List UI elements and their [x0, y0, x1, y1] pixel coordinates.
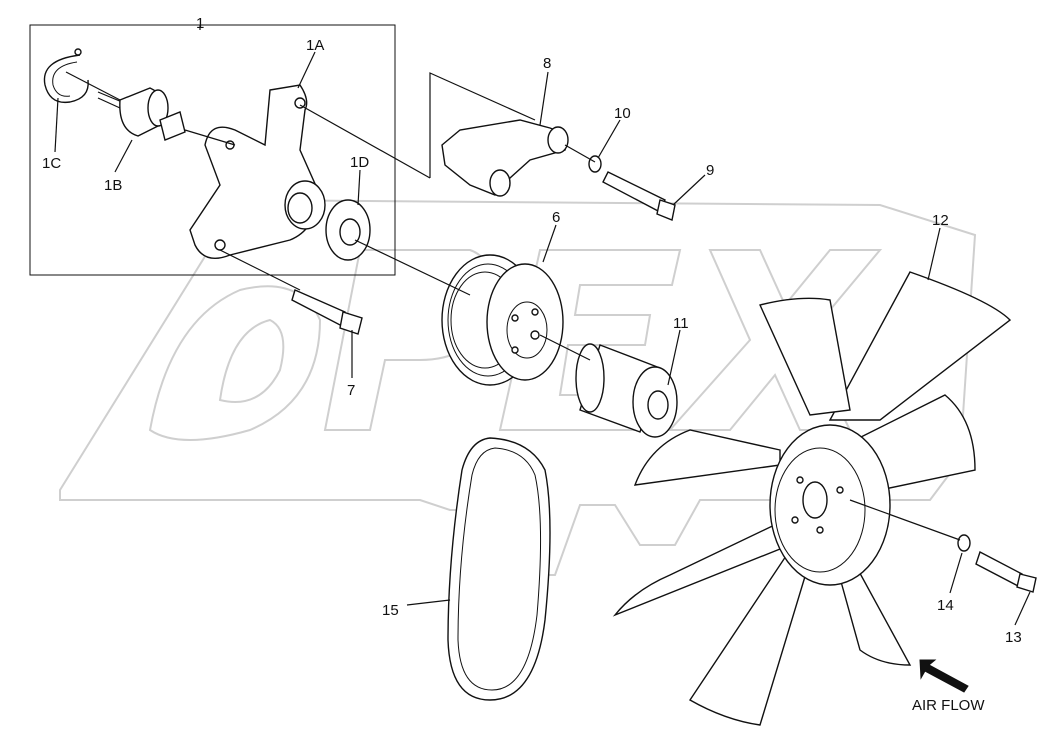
- callout-1C: 1C: [42, 155, 61, 172]
- bolt-7: [291, 289, 363, 335]
- callout-13: 13: [1005, 629, 1022, 646]
- callout-14: 14: [937, 597, 954, 614]
- pulley-6: [441, 254, 564, 386]
- air-flow-label: AIR FLOW: [912, 697, 985, 714]
- callout-1B: 1B: [104, 177, 122, 194]
- bolt-13: [975, 550, 1037, 593]
- callout-12: 12: [932, 212, 949, 229]
- assembly-axis-lines: [65, 71, 961, 541]
- callout-8: 8: [543, 55, 551, 72]
- bracket-1A: [189, 84, 321, 259]
- idler-arm-8: [441, 119, 569, 197]
- fan-12: [612, 271, 1012, 726]
- watermark-logo: [59, 198, 977, 576]
- callout-1A: 1A: [306, 37, 324, 54]
- callout-15: 15: [382, 602, 399, 619]
- callout-1D: 1D: [350, 154, 369, 171]
- callout-labels: 1 1A 1C 1B 1D 8 10 9 6 7 11 12 14 13 15 …: [42, 15, 1022, 714]
- leader-lines: [54, 51, 1031, 626]
- callout-1: 1: [196, 15, 204, 32]
- callout-6: 6: [552, 209, 560, 226]
- spacer-11: [575, 343, 678, 438]
- assembly-1-frame: [29, 24, 396, 276]
- bearing-1D: [284, 180, 371, 261]
- arrow-icon: [919, 659, 969, 693]
- callout-9: 9: [706, 162, 714, 179]
- bolt-9: [602, 171, 676, 221]
- belt-15: [447, 437, 551, 701]
- snap-ring-1C: [43, 48, 89, 104]
- shaft-1B: [97, 87, 186, 141]
- callout-11: 11: [673, 315, 689, 332]
- washer-10: [588, 155, 602, 173]
- callout-10: 10: [614, 105, 631, 122]
- callout-7: 7: [347, 382, 355, 399]
- washer-14: [957, 534, 971, 552]
